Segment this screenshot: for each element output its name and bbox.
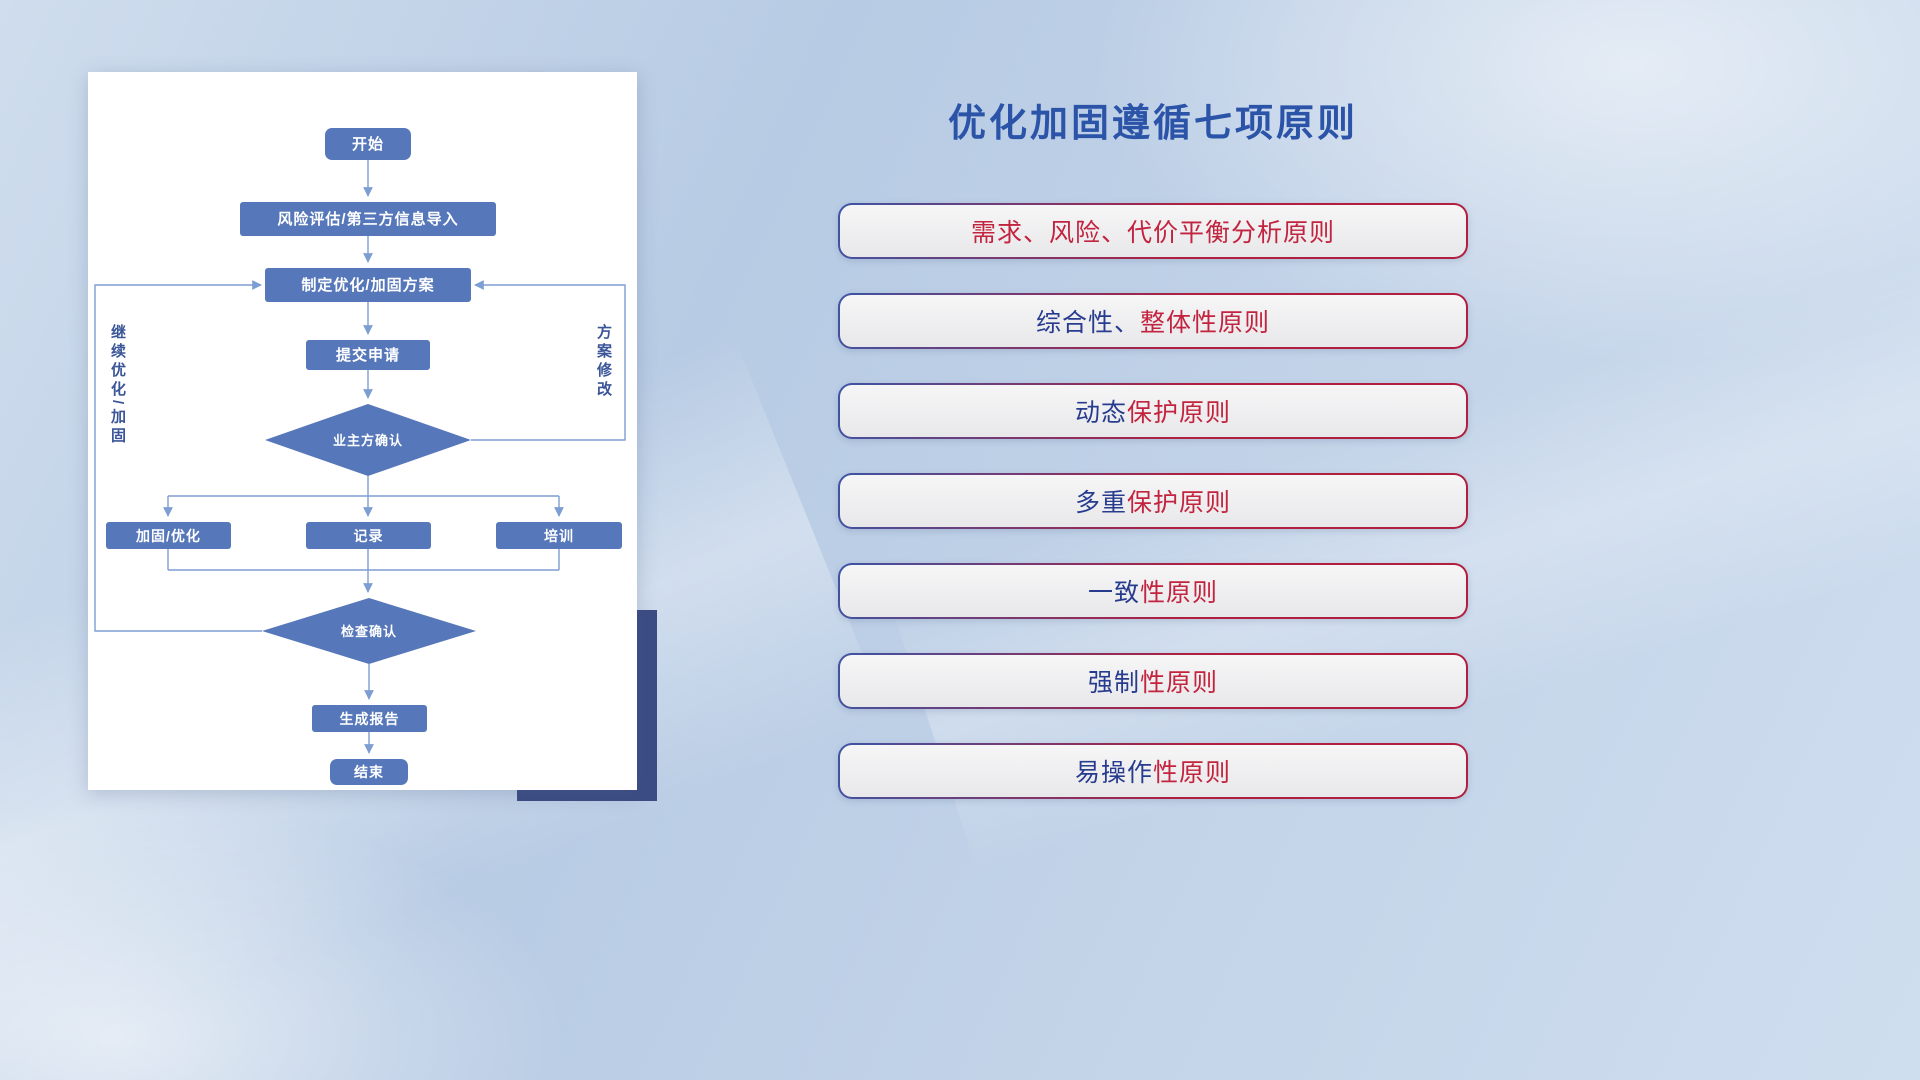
flow-node-record: 记录: [306, 522, 431, 549]
flow-node-make-plan: 制定优化/加固方案: [265, 268, 471, 302]
flow-label-plan-modify: 方案修改: [595, 324, 612, 400]
principle-item: 动态保护原则: [838, 383, 1468, 439]
principle-text-blue: 强制: [1087, 669, 1140, 697]
principle-text-red: 保护原则: [1127, 399, 1232, 427]
flow-node-reinforce: 加固/优化: [106, 522, 231, 549]
principle-text-red: 性原则: [1140, 669, 1219, 697]
flowchart-connectors: [94, 160, 626, 754]
principle-text-blue: 动态: [1074, 399, 1127, 427]
principle-item: 易操作性原则: [838, 743, 1468, 799]
flow-node-training: 培训: [496, 522, 622, 549]
principles-panel: 优化加固遵循七项原则 需求、风险、代价平衡分析原则 综合性、整体性原则 动态保护…: [838, 92, 1468, 799]
principle-text-blue: 易操作: [1074, 759, 1153, 787]
principle-text-blue: 多重: [1074, 489, 1127, 517]
principle-text-red: 整体性原则: [1140, 309, 1271, 337]
principle-item: 一致性原则: [838, 563, 1468, 619]
flow-label-continue-optimize: 继续优化/加固: [109, 324, 126, 447]
principle-text-red: 性原则: [1140, 579, 1219, 607]
principle-text-red: 保护原则: [1127, 489, 1232, 517]
flow-node-report: 生成报告: [312, 705, 427, 732]
principle-item: 综合性、整体性原则: [838, 293, 1468, 349]
flow-node-end: 结束: [330, 759, 408, 785]
flow-node-submit: 提交申请: [306, 340, 430, 370]
principle-text-red: 性原则: [1153, 759, 1232, 787]
principle-item: 多重保护原则: [838, 473, 1468, 529]
principle-item: 强制性原则: [838, 653, 1468, 709]
flowchart-card: 开始 风险评估/第三方信息导入 制定优化/加固方案 提交申请 业主方确认 加固/…: [88, 72, 637, 790]
principle-text-red: 需求、风险、代价平衡分析原则: [970, 219, 1335, 247]
principle-text-blue: 一致: [1087, 579, 1140, 607]
flow-node-risk-import: 风险评估/第三方信息导入: [240, 202, 496, 236]
principles-list: 需求、风险、代价平衡分析原则 综合性、整体性原则 动态保护原则 多重保护原则 一…: [838, 203, 1468, 799]
flow-node-start: 开始: [325, 128, 411, 160]
panel-title: 优化加固遵循七项原则: [947, 103, 1358, 145]
principle-item: 需求、风险、代价平衡分析原则: [838, 203, 1468, 259]
principle-text-blue: 综合性、: [1035, 309, 1140, 337]
